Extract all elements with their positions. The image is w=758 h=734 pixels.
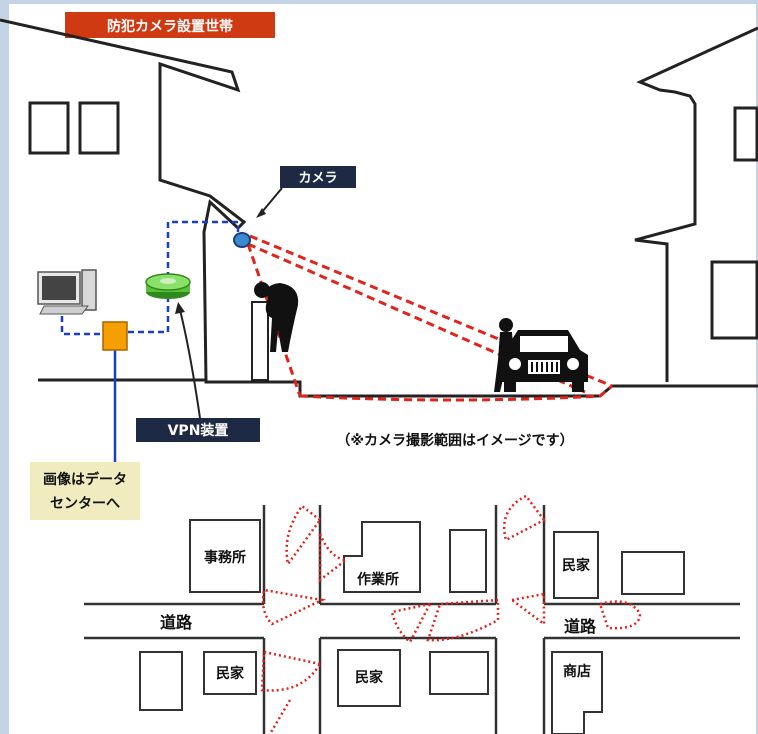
vpn-label-text: VPN装置 — [168, 422, 229, 439]
building-workshop — [343, 521, 421, 593]
title-banner: 防犯カメラ設置世帯 — [65, 12, 275, 38]
left-house — [0, 18, 247, 383]
vpn-router-icon — [145, 273, 191, 299]
right-house — [634, 26, 758, 382]
building-shop — [551, 651, 603, 734]
building-small-2 — [621, 551, 685, 595]
ground-line — [38, 378, 758, 398]
datacenter-label-line1: 画像はデータ — [43, 471, 127, 488]
left-house-window-2 — [78, 101, 120, 155]
label-road-left: 道路 — [160, 613, 193, 632]
left-house-outline — [0, 18, 247, 383]
title-text: 防犯カメラ設置世帯 — [107, 18, 233, 35]
map-coverage-zones — [260, 494, 642, 734]
label-office: 事務所 — [204, 549, 246, 566]
coverage-zone-10 — [508, 592, 546, 627]
coverage-zone-2 — [318, 533, 350, 583]
map-roads — [84, 505, 740, 734]
datacenter-label: 画像はデータ センターへ — [30, 462, 140, 520]
camera-label: カメラ — [256, 166, 356, 218]
label-house-bottom-center: 民家 — [355, 669, 384, 686]
label-road-right: 道路 — [564, 617, 597, 636]
network-lines — [60, 220, 240, 336]
map-buildings — [139, 519, 685, 734]
coverage-zone-6 — [390, 602, 433, 644]
coverage-zone-5 — [426, 598, 500, 642]
diagram-frame — [9, 4, 756, 734]
right-house-outline — [634, 26, 758, 382]
intruder-icon — [254, 282, 299, 352]
range-note: （※カメラ撮影範囲はイメージです） — [336, 432, 573, 449]
building-small-4 — [429, 651, 489, 695]
coverage-zone-1 — [285, 504, 322, 568]
building-small-3 — [139, 651, 183, 711]
car-icon — [500, 330, 588, 392]
building-office — [189, 519, 261, 593]
label-house-bottom-left: 民家 — [216, 665, 245, 682]
coverage-zone-9 — [268, 699, 292, 734]
coverage-zone-8 — [260, 650, 322, 692]
coverage-zone-4 — [503, 494, 546, 542]
gate-post — [251, 301, 269, 381]
label-workshop: 作業所 — [357, 571, 399, 588]
camera-icon — [233, 232, 251, 248]
building-house-bottom-center — [337, 649, 401, 707]
right-house-window-2 — [710, 260, 758, 340]
camera-label-text: カメラ — [298, 171, 337, 186]
label-house-top-right: 民家 — [562, 557, 591, 574]
computer-icon — [37, 269, 97, 315]
coverage-zone-3 — [261, 588, 327, 626]
right-house-window-1 — [733, 106, 758, 162]
building-small-1 — [449, 529, 487, 593]
left-house-window-1 — [28, 101, 70, 155]
building-house-top-right — [553, 531, 599, 599]
building-house-bottom-left — [203, 651, 257, 695]
label-shop: 商店 — [563, 663, 591, 680]
datacenter-label-line2: センターへ — [50, 496, 120, 512]
vpn-label: VPN装置 — [136, 302, 260, 442]
junction-box-icon — [102, 321, 128, 351]
coverage-zone-7 — [598, 600, 642, 630]
